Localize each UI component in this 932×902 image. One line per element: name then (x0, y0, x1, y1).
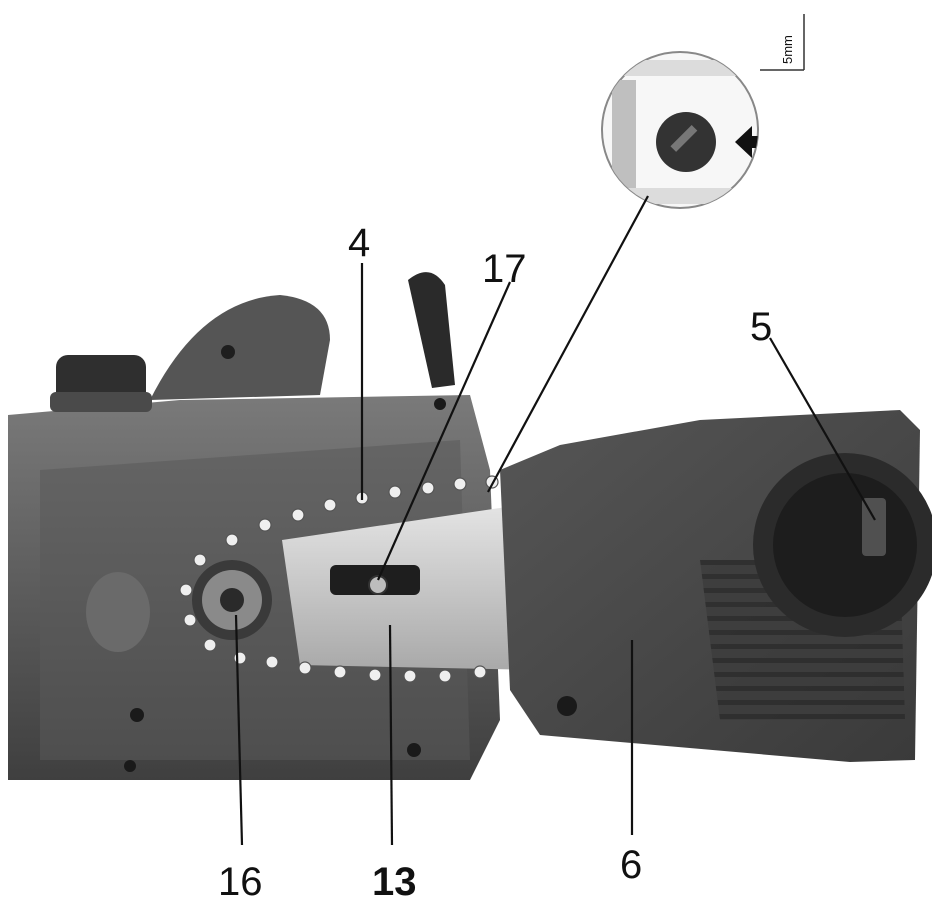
callout-16: 16 (218, 860, 263, 902)
drive-sprocket (192, 560, 272, 640)
sprocket-cover (500, 410, 932, 762)
callout-5: 5 (750, 305, 772, 349)
callout-6: 6 (620, 843, 642, 887)
callout-4: 4 (348, 221, 370, 265)
scale-label: 5mm (780, 35, 795, 64)
saw-chain (179, 473, 527, 683)
callout-13: 13 (372, 860, 417, 902)
guide-bar (282, 505, 540, 670)
callout-17: 17 (482, 247, 527, 291)
inset-detail: 5mm (601, 14, 805, 209)
leader-lines (234, 195, 876, 846)
